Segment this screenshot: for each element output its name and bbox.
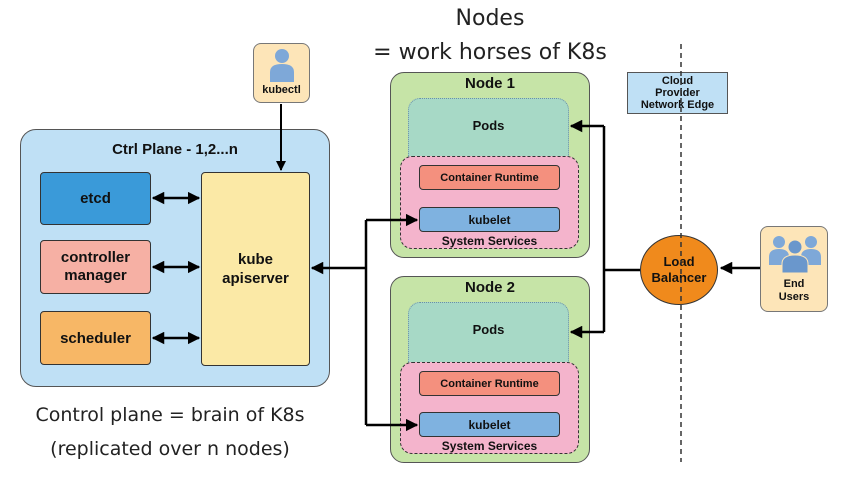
load-balancer[interactable]: Load Balancer: [640, 235, 718, 305]
user-icon: [268, 48, 296, 82]
node-2-container-runtime-label: Container Runtime: [440, 377, 539, 390]
node-2-pods-label: Pods: [472, 322, 505, 337]
scheduler-label: scheduler: [60, 329, 131, 347]
node-2-system-services-label: System Services: [441, 439, 538, 453]
kube-apiserver-box[interactable]: kube apiserver: [201, 172, 310, 366]
node-1-title: Node 1: [464, 75, 515, 92]
control-plane-caption-2: (replicated over n nodes): [50, 438, 290, 460]
kubectl-box[interactable]: kubectl: [253, 43, 310, 103]
node-1-kubelet-label: kubelet: [468, 212, 511, 227]
cloud-edge-line-3: Network Edge: [640, 99, 715, 111]
node-1-container-runtime-label: Container Runtime: [440, 171, 539, 184]
end-users-box[interactable]: End Users: [760, 226, 828, 312]
control-plane-title: Ctrl Plane - 1,2...n: [112, 141, 238, 158]
cloud-edge-line-2: Provider: [655, 87, 700, 99]
control-plane-caption-1: Control plane = brain of K8s: [35, 404, 305, 426]
etcd-label: etcd: [80, 190, 111, 207]
controller-manager-label-1: controller: [60, 249, 131, 266]
end-users-label-1: End: [783, 278, 805, 290]
nodes-caption-title: Nodes: [455, 6, 525, 31]
end-users-label-2: Users: [778, 291, 810, 303]
load-balancer-label-2: Balancer: [651, 270, 707, 285]
kubectl-label: kubectl: [262, 84, 301, 96]
node-1-kubelet[interactable]: kubelet: [419, 207, 560, 232]
controller-manager-label-2: manager: [64, 267, 127, 284]
apiserver-label-1: kube: [237, 251, 273, 268]
etcd-box[interactable]: etcd: [40, 172, 151, 225]
controller-manager-box[interactable]: controller manager: [40, 240, 151, 294]
node-2-container-runtime[interactable]: Container Runtime: [419, 371, 560, 396]
cloud-edge-line-1: Cloud: [661, 75, 694, 87]
node-2-title: Node 2: [464, 279, 515, 296]
node-1-system-services-label: System Services: [441, 234, 538, 248]
node-2-kubelet[interactable]: kubelet: [419, 412, 560, 437]
node-2-kubelet-label: kubelet: [468, 417, 511, 432]
node-1-container-runtime[interactable]: Container Runtime: [419, 165, 560, 190]
load-balancer-label-1: Load: [663, 254, 695, 269]
apiserver-label-2: apiserver: [222, 270, 289, 287]
users-group-icon: [769, 233, 821, 278]
nodes-caption-subtitle: = work horses of K8s: [373, 40, 607, 65]
cloud-provider-edge-label: Cloud Provider Network Edge: [627, 72, 728, 114]
node-1-pods-label: Pods: [472, 118, 505, 133]
scheduler-box[interactable]: scheduler: [40, 311, 151, 365]
